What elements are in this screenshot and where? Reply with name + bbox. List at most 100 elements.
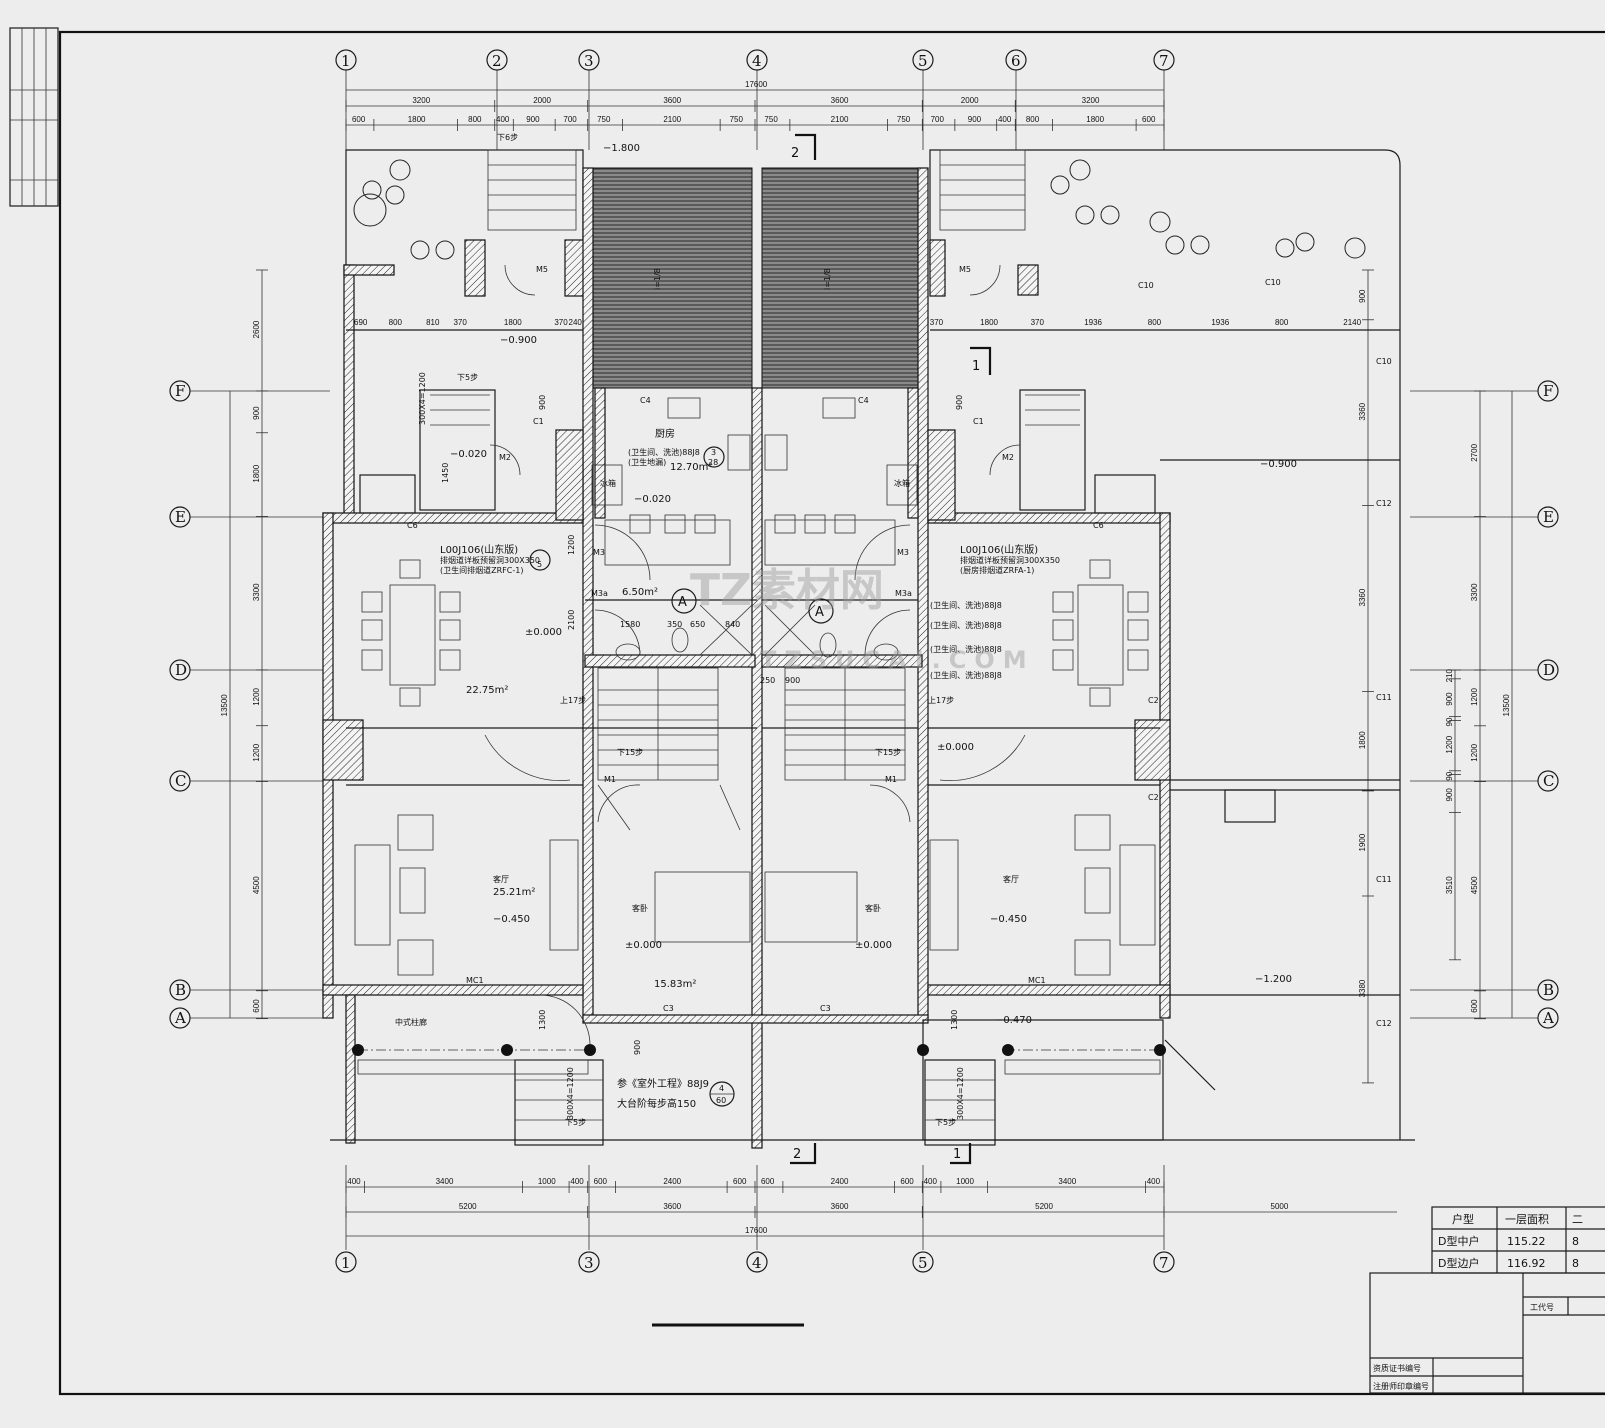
axis-bubble — [169, 659, 191, 681]
dim-value: 4500 — [252, 876, 261, 894]
dim-value: 3600 — [663, 1202, 681, 1211]
room-area: 25.21m² — [493, 887, 535, 898]
dim-value: 2000 — [961, 96, 979, 105]
table-cell: D型边户 — [1438, 1256, 1479, 1270]
dim-value: 5200 — [459, 1202, 477, 1211]
dim-value: 1800 — [1086, 115, 1104, 124]
dim-value: 400 — [570, 1177, 584, 1186]
opening-tags: C1 C1 C4 C4 C6 C6 M2 M2 M3 M3 M3a M3a M5… — [407, 265, 1392, 1028]
room-name-bedroom: 客卧 — [865, 903, 881, 913]
window-tag: C1 — [973, 417, 984, 426]
elevation-mark: −0.900 — [500, 335, 537, 346]
dim-value: 800 — [468, 115, 482, 124]
dim-value: 3360 — [1358, 588, 1367, 606]
dim-value: 900 — [252, 406, 261, 420]
dim-label: 1580 — [620, 620, 640, 629]
dim-value: 13500 — [1502, 694, 1511, 717]
axis-label: F — [1543, 382, 1553, 400]
window-tag: C3 — [820, 1004, 831, 1013]
columns — [352, 1044, 1166, 1056]
washbasin — [873, 643, 899, 661]
dim-value: 750 — [897, 115, 911, 124]
door-tag: M3 — [593, 548, 605, 557]
door-tag: M1 — [604, 775, 616, 784]
dim-label: 1450 — [441, 463, 450, 483]
work-no-label: 工代号 — [1530, 1302, 1554, 1312]
axis-bubble — [1537, 506, 1559, 528]
walls — [322, 167, 1171, 1149]
window-tag: C1 — [533, 417, 544, 426]
seal-no-label: 注册师印章编号 — [1373, 1381, 1429, 1391]
window-tag: C10 — [1265, 278, 1281, 287]
side-title-strip — [9, 27, 59, 207]
table-cell: 115.22 — [1507, 1235, 1546, 1248]
section-mark: 1 — [953, 1147, 961, 1162]
elevation-mark: −0.450 — [990, 914, 1027, 925]
rear-gardens: i=1/8 i=1/8 — [345, 149, 1401, 1140]
title-block: 工代号 资质证书编号 注册师印章编号 — [1369, 1272, 1605, 1394]
axis-bubble — [169, 770, 191, 792]
detail-page: 60 — [716, 1096, 726, 1105]
garage-ramp-left — [592, 167, 753, 389]
ramp-slope: i=1/8 — [823, 268, 832, 290]
axis-label: A — [1542, 1009, 1554, 1027]
dining-table — [1077, 584, 1124, 686]
sheet-border — [58, 30, 1605, 1396]
window-tag: C2 — [1148, 696, 1159, 705]
dim-value: 3360 — [1358, 402, 1367, 420]
table-header: 一层面积 — [1505, 1213, 1549, 1226]
door-tag: M3a — [591, 589, 608, 598]
dim-value: 750 — [764, 115, 778, 124]
section-marks: 2 1 2 1 — [790, 133, 992, 1165]
flue-bath-note: (卫生间排烟道ZRFC-1) — [440, 565, 523, 575]
stair-dim: 300X4=1200 — [956, 1067, 965, 1120]
dim-value: 1200 — [252, 743, 261, 761]
dim-value: 600 — [733, 1177, 747, 1186]
sanitary-ref: (卫生间、洗池)88J8 — [628, 447, 700, 457]
dim-value: 900 — [1358, 289, 1367, 303]
door-tag: MC1 — [1028, 976, 1046, 985]
dim-value: 3600 — [831, 96, 849, 105]
dim-value: 5000 — [1271, 1202, 1289, 1211]
stair-dim: 300X4=1200 — [566, 1067, 575, 1120]
sanitary-ref: (卫生间、洗池)88J8 — [930, 644, 1002, 654]
dim-value: 2000 — [533, 96, 551, 105]
door-tag: M1 — [885, 775, 897, 784]
fridge-label: 冰箱 — [600, 478, 616, 488]
flue-hole-note: 排烟道详板预留洞300X350 — [960, 555, 1060, 565]
dim-value: 1800 — [252, 464, 261, 482]
room-area: 22.75m² — [466, 685, 508, 696]
window-tag: C4 — [640, 396, 651, 405]
dim-value: 2100 — [831, 115, 849, 124]
axis-bubble — [169, 506, 191, 528]
dim-value: 600 — [352, 115, 366, 124]
axis-bubble — [335, 49, 357, 71]
elevation-mark: ±0.000 — [525, 627, 562, 638]
axis-bubble — [486, 49, 508, 71]
elevation-mark: −0.020 — [450, 449, 487, 460]
window-tag: C10 — [1376, 357, 1392, 366]
elevation-mark: −0.900 — [1260, 459, 1297, 470]
axis-bubble — [1153, 1251, 1175, 1273]
axis-label: 6 — [1011, 52, 1021, 70]
dim-value: 5200 — [1035, 1202, 1053, 1211]
axis-label: 3 — [584, 52, 594, 70]
kitchen-sink — [822, 397, 856, 419]
room-area: 12.70m² — [670, 462, 712, 473]
stove — [764, 434, 788, 471]
dim-value: 1000 — [956, 1177, 974, 1186]
colonnade-label: 中式柱廊 — [395, 1017, 427, 1027]
dim-value: 600 — [1142, 115, 1156, 124]
elevation-mark: −0.450 — [493, 914, 530, 925]
dim-value: 17600 — [745, 80, 768, 89]
section-mark: 2 — [793, 1147, 801, 1162]
dim-value: 370 — [554, 318, 568, 327]
dim-value: 3380 — [1358, 979, 1367, 997]
axis-label: E — [175, 508, 186, 526]
dim-value: 3300 — [252, 583, 261, 601]
dim-label: 2100 — [567, 610, 576, 630]
dim-value: 1800 — [504, 318, 522, 327]
dim-label: 900 — [955, 395, 964, 410]
